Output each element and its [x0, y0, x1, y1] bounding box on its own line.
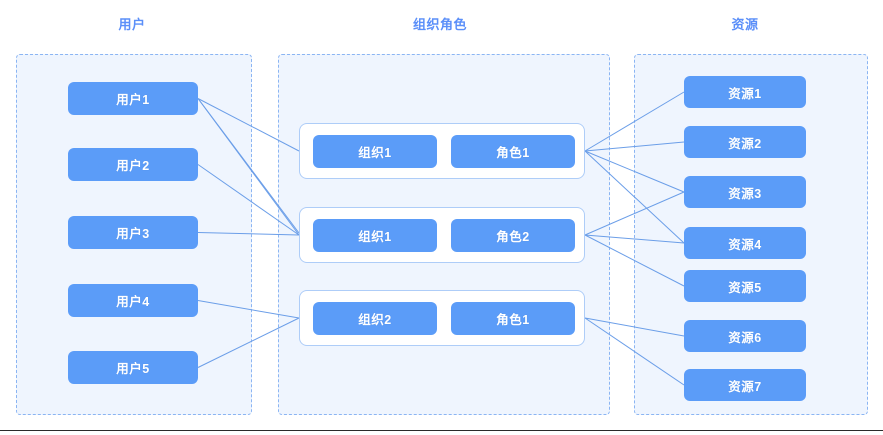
resource-node-7[interactable]: 资源7	[684, 369, 806, 401]
bottom-divider	[0, 430, 883, 431]
column-title-users: 用户	[118, 17, 146, 32]
column-title-resources: 资源	[731, 17, 759, 32]
resource-node-2[interactable]: 资源2	[684, 126, 806, 158]
role-node-3[interactable]: 角色1	[451, 302, 575, 335]
resource-node-5[interactable]: 资源5	[684, 270, 806, 302]
org-node-3[interactable]: 组织2	[313, 302, 437, 335]
user-node-3[interactable]: 用户3	[68, 216, 198, 249]
resource-node-3[interactable]: 资源3	[684, 176, 806, 208]
user-node-5[interactable]: 用户5	[68, 351, 198, 384]
org-node-1[interactable]: 组织1	[313, 135, 437, 168]
role-node-2[interactable]: 角色2	[451, 219, 575, 252]
resource-node-1[interactable]: 资源1	[684, 76, 806, 108]
user-node-1[interactable]: 用户1	[68, 82, 198, 115]
resource-node-6[interactable]: 资源6	[684, 320, 806, 352]
org-node-2[interactable]: 组织1	[313, 219, 437, 252]
user-node-2[interactable]: 用户2	[68, 148, 198, 181]
resource-node-4[interactable]: 资源4	[684, 227, 806, 259]
role-node-1[interactable]: 角色1	[451, 135, 575, 168]
user-node-4[interactable]: 用户4	[68, 284, 198, 317]
column-title-org-role: 组织角色	[412, 17, 467, 32]
